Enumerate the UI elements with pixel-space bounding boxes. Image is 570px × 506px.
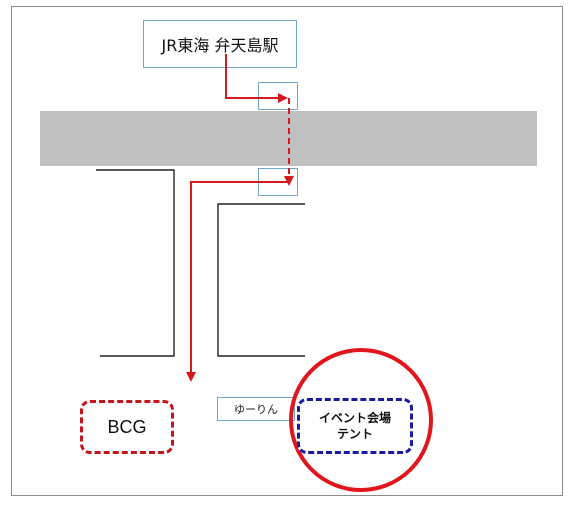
bcg-box: BCG xyxy=(80,400,174,454)
route-station-to-crossing xyxy=(225,54,288,103)
facility-label: ゆーりん xyxy=(234,403,278,416)
station-label: JR東海 弁天島駅 xyxy=(161,36,279,55)
building-outline-left xyxy=(96,169,175,357)
event-label-line1: イベント会場 xyxy=(318,410,391,425)
event-highlight-circle xyxy=(289,348,433,492)
route-street-to-destination xyxy=(186,181,288,382)
bcg-label: BCG xyxy=(107,416,147,437)
crossing-box-upper xyxy=(258,82,298,110)
station-box: JR東海 弁天島駅 xyxy=(143,20,297,68)
event-tent-box: イベント会場 テント xyxy=(297,398,413,454)
event-label-line2: テント xyxy=(336,427,373,441)
diagram-frame xyxy=(11,6,563,496)
building-outline-right xyxy=(217,203,305,357)
